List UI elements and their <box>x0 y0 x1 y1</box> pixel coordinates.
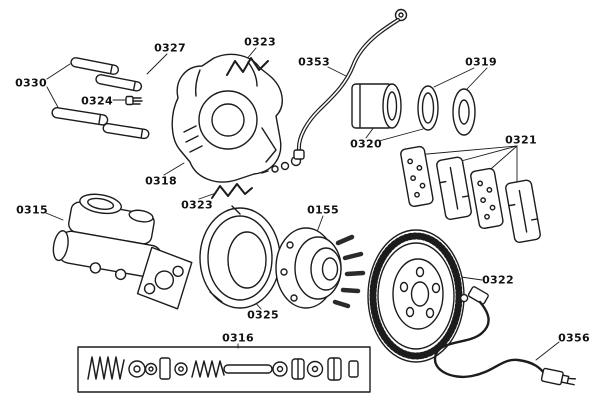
part-label-0316: 0316 <box>222 331 254 345</box>
brake-caliper-drawing <box>171 53 283 183</box>
part-label-0323-upper: 0323 <box>244 35 276 49</box>
retaining-spring-lower-drawing <box>211 183 253 199</box>
guide-pins-drawing <box>51 57 150 140</box>
fitting-bolt-drawing <box>125 95 143 106</box>
master-cylinder-drawing <box>52 193 193 310</box>
part-label-0356: 0356 <box>558 331 590 345</box>
dust-shield-drawing <box>199 205 281 309</box>
part-label-0324: 0324 <box>81 94 113 108</box>
repair-kit-box-frame <box>77 346 371 393</box>
abs-sensor-cable-drawing <box>433 286 577 386</box>
part-label-0155: 0155 <box>307 203 339 217</box>
brake-hose-drawing <box>293 8 408 160</box>
part-label-0319: 0319 <box>465 55 497 69</box>
part-label-0322: 0322 <box>482 273 514 287</box>
hub-bearing-drawing <box>275 227 366 309</box>
part-label-0315: 0315 <box>16 203 48 217</box>
part-label-0318: 0318 <box>145 174 177 188</box>
repair-kit-drawing <box>77 346 371 393</box>
part-label-0327: 0327 <box>154 41 186 55</box>
part-label-0321: 0321 <box>505 133 537 147</box>
part-label-0353: 0353 <box>298 55 330 69</box>
retaining-spring-upper-drawing <box>226 57 269 76</box>
caliper-piston-drawing <box>351 83 402 129</box>
brake-pads-drawing <box>400 145 541 243</box>
brake-rotor-drawing <box>367 229 465 363</box>
piston-seal-drawing <box>417 85 439 131</box>
part-label-0325: 0325 <box>247 308 279 322</box>
part-label-0320: 0320 <box>350 137 382 151</box>
part-label-0330: 0330 <box>15 76 47 90</box>
piston-boot-drawing <box>452 88 476 136</box>
part-label-0323-lower: 0323 <box>181 198 213 212</box>
